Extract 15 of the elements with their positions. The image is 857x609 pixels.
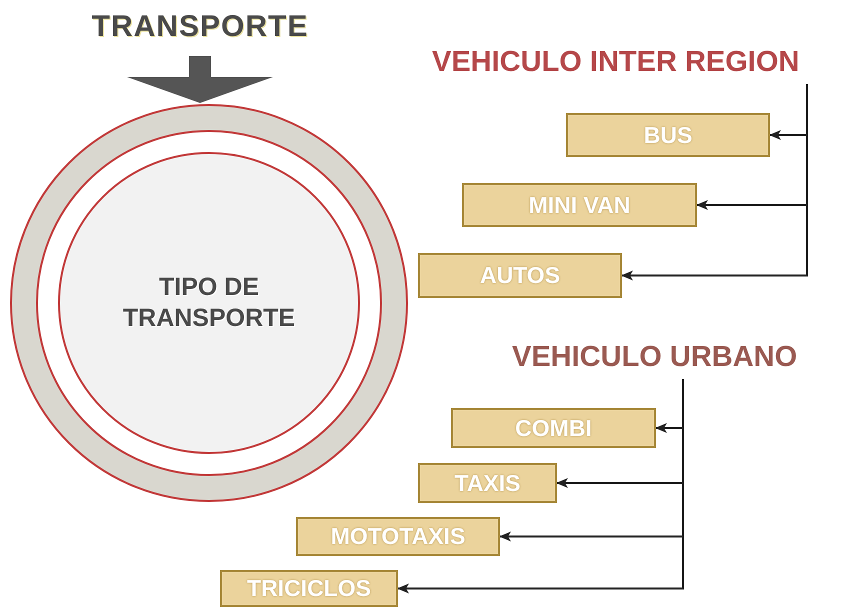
group-heading: VEHICULO URBANO	[512, 337, 852, 377]
group-heading: VEHICULO INTER REGION	[432, 42, 856, 82]
title-text: TRANSPORTE	[55, 4, 345, 50]
block-arrow	[127, 56, 273, 103]
circle-label: TIPO DE TRANSPORTE	[122, 272, 296, 334]
category-box: COMBI	[451, 408, 656, 448]
category-box: TRICICLOS	[220, 570, 398, 607]
category-box: BUS	[566, 113, 770, 157]
ring-circle	[9, 103, 409, 503]
category-box: TAXIS	[418, 463, 557, 503]
category-box: MINI VAN	[462, 183, 697, 227]
arrow	[621, 84, 808, 280]
category-box: MOTOTAXIS	[296, 517, 500, 556]
category-box: AUTOS	[418, 253, 622, 298]
arrow	[397, 379, 684, 594]
